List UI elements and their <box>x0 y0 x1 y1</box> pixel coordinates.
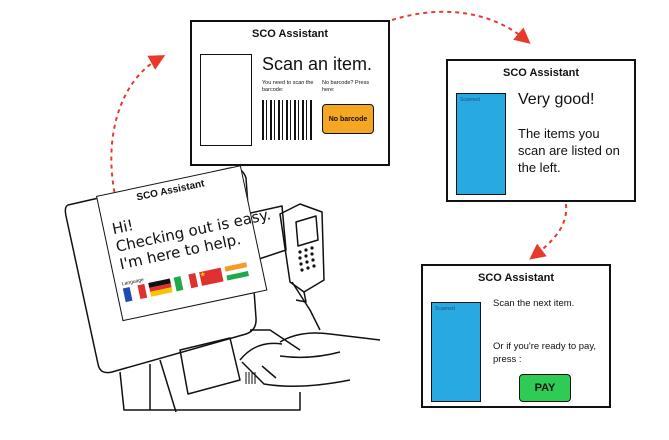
panel-good-body: The items you scan are listed on the lef… <box>518 126 620 175</box>
panel-good-title: SCO Assistant <box>502 67 579 79</box>
arrow-kiosk-to-scan <box>110 55 166 209</box>
panel-scan-headline: Scan an item. <box>262 54 373 74</box>
panel-next-scanned-list: Scanned <box>431 302 481 402</box>
panel-next-line2: Or if you're ready to pay, press : <box>493 341 597 365</box>
panel-scan-hint-no-barcode: No barcode? Press here: <box>322 80 370 93</box>
arrow-scan-to-good <box>391 10 531 44</box>
panel-next-line1: Scan the next item. <box>493 298 575 309</box>
flag-china-icon[interactable]: ★ <box>199 267 224 286</box>
barcode-icon <box>262 100 312 140</box>
panel-next-scanned-label: Scanned <box>435 306 455 312</box>
panel-good-scanned-list: Scanned <box>456 93 506 195</box>
panel-scan-title: SCO Assistant <box>251 28 328 40</box>
panel-scan-sidebar <box>200 54 252 146</box>
panel-scan-next: SCO Assistant Scanned Scan the next item… <box>421 264 611 408</box>
flag-italy-icon[interactable] <box>173 273 199 292</box>
panel-good-headline: Very good! <box>518 91 595 108</box>
flag-germany-icon[interactable] <box>148 278 173 297</box>
flag-india-icon[interactable] <box>224 262 249 281</box>
panel-good-scanned-label: Scanned <box>460 97 480 103</box>
flag-france-icon[interactable] <box>122 283 148 303</box>
panel-next-title: SCO Assistant <box>477 272 554 284</box>
no-barcode-button[interactable]: No barcode <box>322 104 374 134</box>
pay-button[interactable]: PAY <box>519 374 571 402</box>
panel-scan-item: SCO Assistant Scan an item. You need to … <box>190 20 390 166</box>
panel-scan-hint-barcode: You need to scan the barcode: <box>262 80 314 93</box>
panel-very-good: SCO Assistant Scanned Very good! The ite… <box>446 59 636 202</box>
arrow-good-to-next <box>529 203 568 260</box>
